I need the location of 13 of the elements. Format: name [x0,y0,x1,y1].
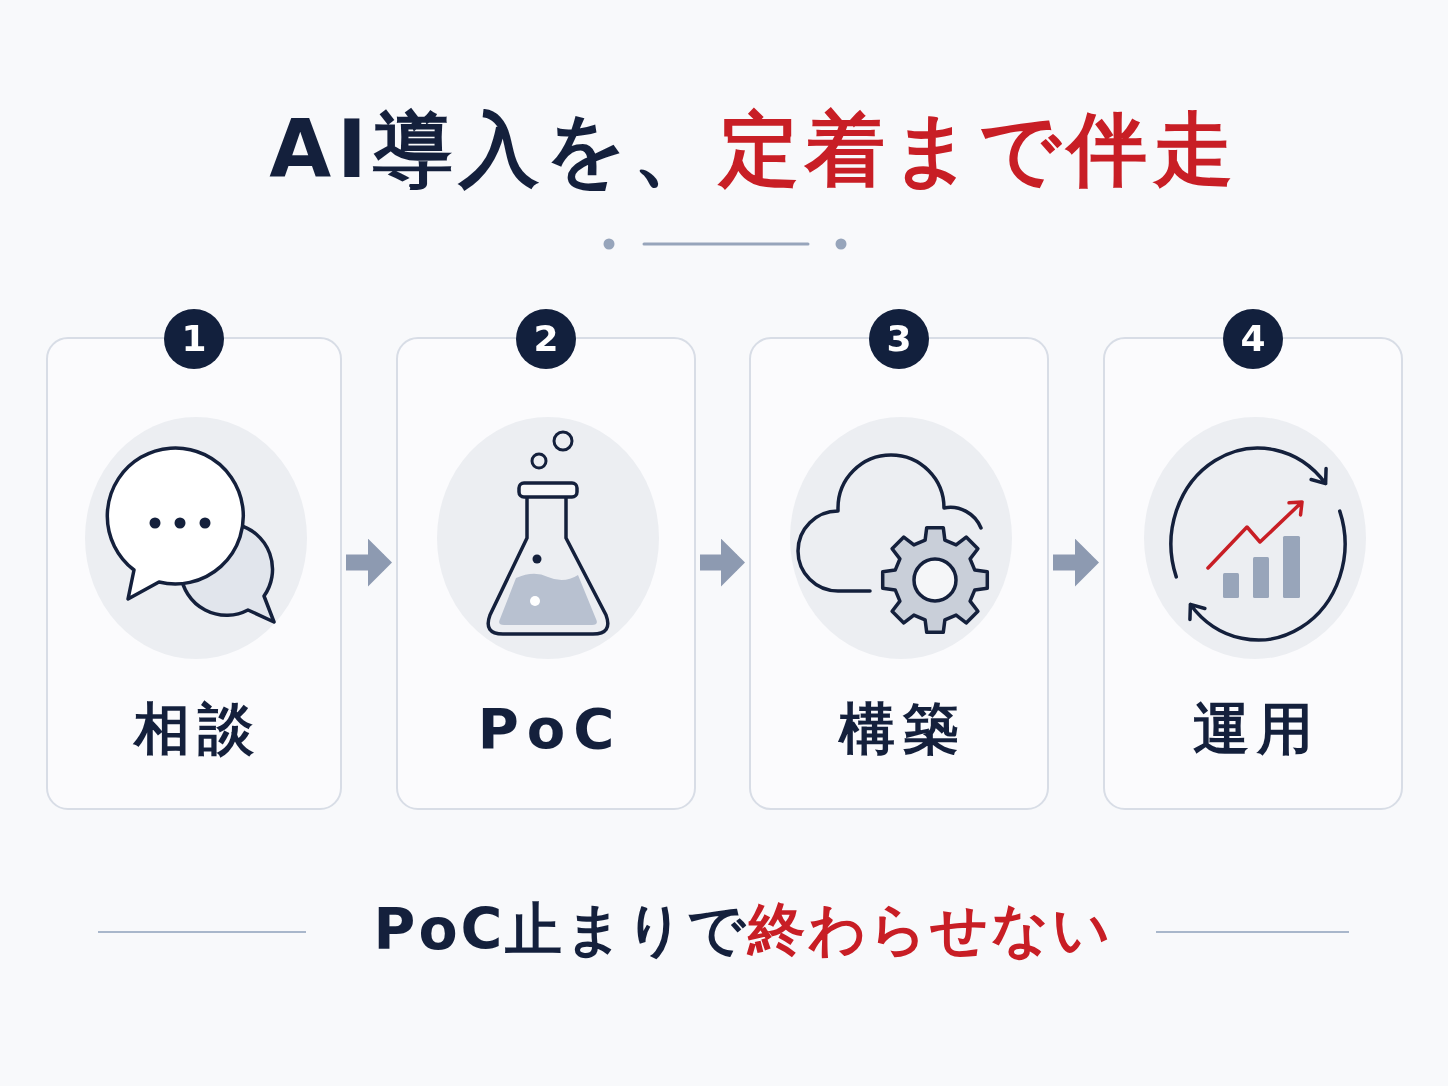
arrow [700,538,745,587]
step-label: 構築 [837,695,967,763]
arrow [1053,538,1099,587]
arrow [346,538,392,587]
tagline: PoC止まりで終わらせない [372,895,1114,964]
step-number: 1 [164,309,224,369]
step-number: 3 [869,309,929,369]
step-label: PoC [476,695,623,763]
step-number: 2 [516,309,576,369]
step-label: 相談 [132,695,262,763]
step-label: 運用 [1192,695,1321,763]
step-number: 4 [1223,309,1283,369]
title: AI導入を、定着まで伴走 [268,102,1239,198]
